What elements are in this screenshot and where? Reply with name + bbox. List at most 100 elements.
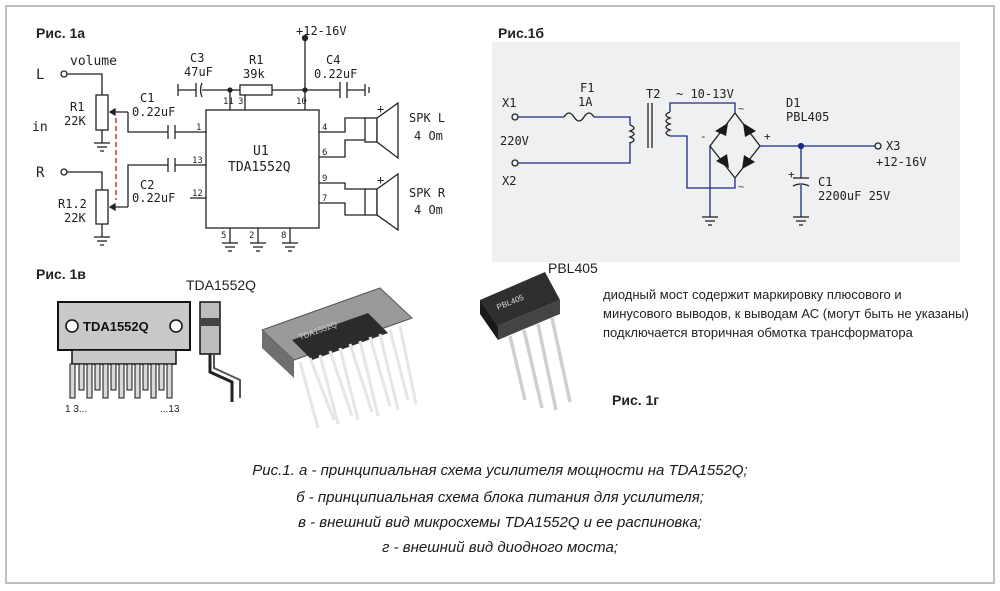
- spk-l-plus: +: [377, 102, 384, 116]
- pin-6: 6: [322, 148, 327, 158]
- caption-line-1: Рис.1. а - принципиальная схема усилител…: [252, 462, 748, 479]
- wire-r-in: [67, 171, 103, 190]
- r1-value: 22K: [64, 114, 86, 128]
- bridge-description: диодный мост содержит маркировку плюсово…: [603, 287, 969, 340]
- fig-a-title: Рис. 1а: [36, 25, 85, 41]
- pin-11: 11: [223, 97, 234, 107]
- speaker-r-cone: [376, 172, 399, 232]
- pin-3: 3: [238, 97, 243, 107]
- caption-line-4: г - внешний вид диодного моста;: [382, 539, 618, 556]
- pot-r1: [95, 94, 109, 131]
- spk-r-ohm: 4 Om: [414, 203, 443, 217]
- x3-label: X3: [886, 139, 900, 153]
- r12-value: 22K: [64, 211, 86, 225]
- pin-first-label: 1 3...: [65, 404, 87, 415]
- f1-name: F1: [580, 81, 594, 95]
- out-voltage: +12-16V: [876, 155, 927, 169]
- tda-part-label: TDA1552Q: [186, 277, 256, 293]
- input-l-label: L: [36, 67, 44, 83]
- ac-mark-bottom: ~: [738, 182, 744, 193]
- fuse-f1: [563, 112, 595, 122]
- pin-2: 2: [249, 231, 254, 241]
- resistor-39k: [239, 84, 273, 96]
- pbl-part-label: PBL405: [548, 260, 598, 276]
- pin-1: 1: [196, 123, 201, 133]
- chip-photo: TDA1552Q: [261, 287, 418, 429]
- c2-value: 0.22uF: [132, 191, 175, 205]
- speaker-l-cone: [376, 101, 399, 160]
- speaker-l-coil: [364, 117, 378, 143]
- figure-frame: [5, 5, 995, 584]
- rl-value: 39k: [243, 67, 265, 81]
- fig-g-title: Рис. 1г: [612, 392, 659, 408]
- c1-name: C1: [140, 91, 154, 105]
- chip-mount-hole-right: [169, 319, 183, 333]
- f1-value: 1A: [578, 95, 593, 109]
- u1-body: [205, 109, 320, 229]
- pin-13: 13: [192, 156, 203, 166]
- d1-name: D1: [786, 96, 800, 110]
- t2-voltage: ~ 10-13V: [676, 87, 734, 101]
- pin-7: 7: [322, 194, 327, 204]
- pin-9: 9: [322, 174, 327, 184]
- c1-value-ps: 2200uF 25V: [818, 189, 890, 203]
- supply-label: +12-16V: [296, 24, 347, 38]
- pot-r12: [95, 189, 109, 225]
- c1-value: 0.22uF: [132, 105, 175, 119]
- spk-r-plus: +: [377, 173, 384, 187]
- c3-value: 47uF: [184, 65, 213, 79]
- pin-12: 12: [192, 189, 203, 199]
- fig-v-title: Рис. 1в: [36, 266, 86, 282]
- chip-outline: [57, 301, 191, 351]
- chip-views: Рис. 1в TDA1552Q TDA1552Q 1 3... ...13: [36, 266, 418, 429]
- spk-r-name: SPK R: [409, 186, 446, 200]
- diode-1: [715, 123, 728, 136]
- fig-b-title: Рис.1б: [498, 25, 544, 41]
- pin-4: 4: [322, 123, 327, 133]
- amplifier-schematic: [60, 34, 399, 252]
- chip-outline-label: TDA1552Q: [83, 319, 149, 334]
- wire-l-in: [67, 73, 103, 95]
- u1-part: TDA1552Q: [228, 160, 291, 175]
- r12-name: R1.2: [58, 197, 87, 211]
- x1-label: X1: [502, 96, 516, 110]
- pin-last-label: ...13: [160, 404, 180, 415]
- input-r-label: R: [36, 165, 45, 181]
- input-l-terminal: [60, 70, 68, 78]
- caption-line-3: в - внешний вид микросхемы TDA1552Q и ее…: [298, 514, 702, 531]
- minus-mark: -: [700, 130, 707, 143]
- u1-name: U1: [253, 144, 269, 159]
- power-supply-schematic: Рис.1б X1 220V X2 F1 1A T2 ~ 10-13V D1 P…: [492, 25, 960, 262]
- diode-4: [742, 155, 755, 169]
- volume-label: volume: [70, 54, 117, 69]
- plus-mark: +: [764, 130, 771, 143]
- caption-line-2: б - принципиальная схема блока питания д…: [296, 489, 704, 506]
- c4-value: 0.22uF: [314, 67, 357, 81]
- c2-name: C2: [140, 178, 154, 192]
- mains-label: 220V: [500, 134, 529, 148]
- chip-mount-hole-left: [65, 319, 79, 333]
- spk-l-ohm: 4 Om: [414, 129, 443, 143]
- d1-part: PBL405: [786, 110, 829, 124]
- chip-side-view: [199, 301, 221, 355]
- pin-10: 10: [296, 97, 307, 107]
- diode-2: [743, 123, 756, 137]
- x2-label: X2: [502, 174, 516, 188]
- chip-pins: [69, 363, 173, 399]
- power-supply-bg: [492, 42, 960, 262]
- rl-name: R1: [249, 53, 263, 67]
- speaker-r-coil: [364, 188, 378, 216]
- c4-name: C4: [326, 53, 340, 67]
- t2-label: T2: [646, 87, 660, 101]
- bridge-pins: [508, 317, 572, 411]
- pin-5: 5: [221, 231, 226, 241]
- c1-name-ps: C1: [818, 175, 832, 189]
- bridge-views: PBL405 PBL405 Рис. 1г: [480, 260, 659, 411]
- ac-mark-top: ~: [738, 104, 744, 115]
- diode-3: [716, 154, 729, 168]
- spk-l-name: SPK L: [409, 111, 445, 125]
- c3-name: C3: [190, 51, 204, 65]
- cap-plus-mark: +: [788, 168, 795, 181]
